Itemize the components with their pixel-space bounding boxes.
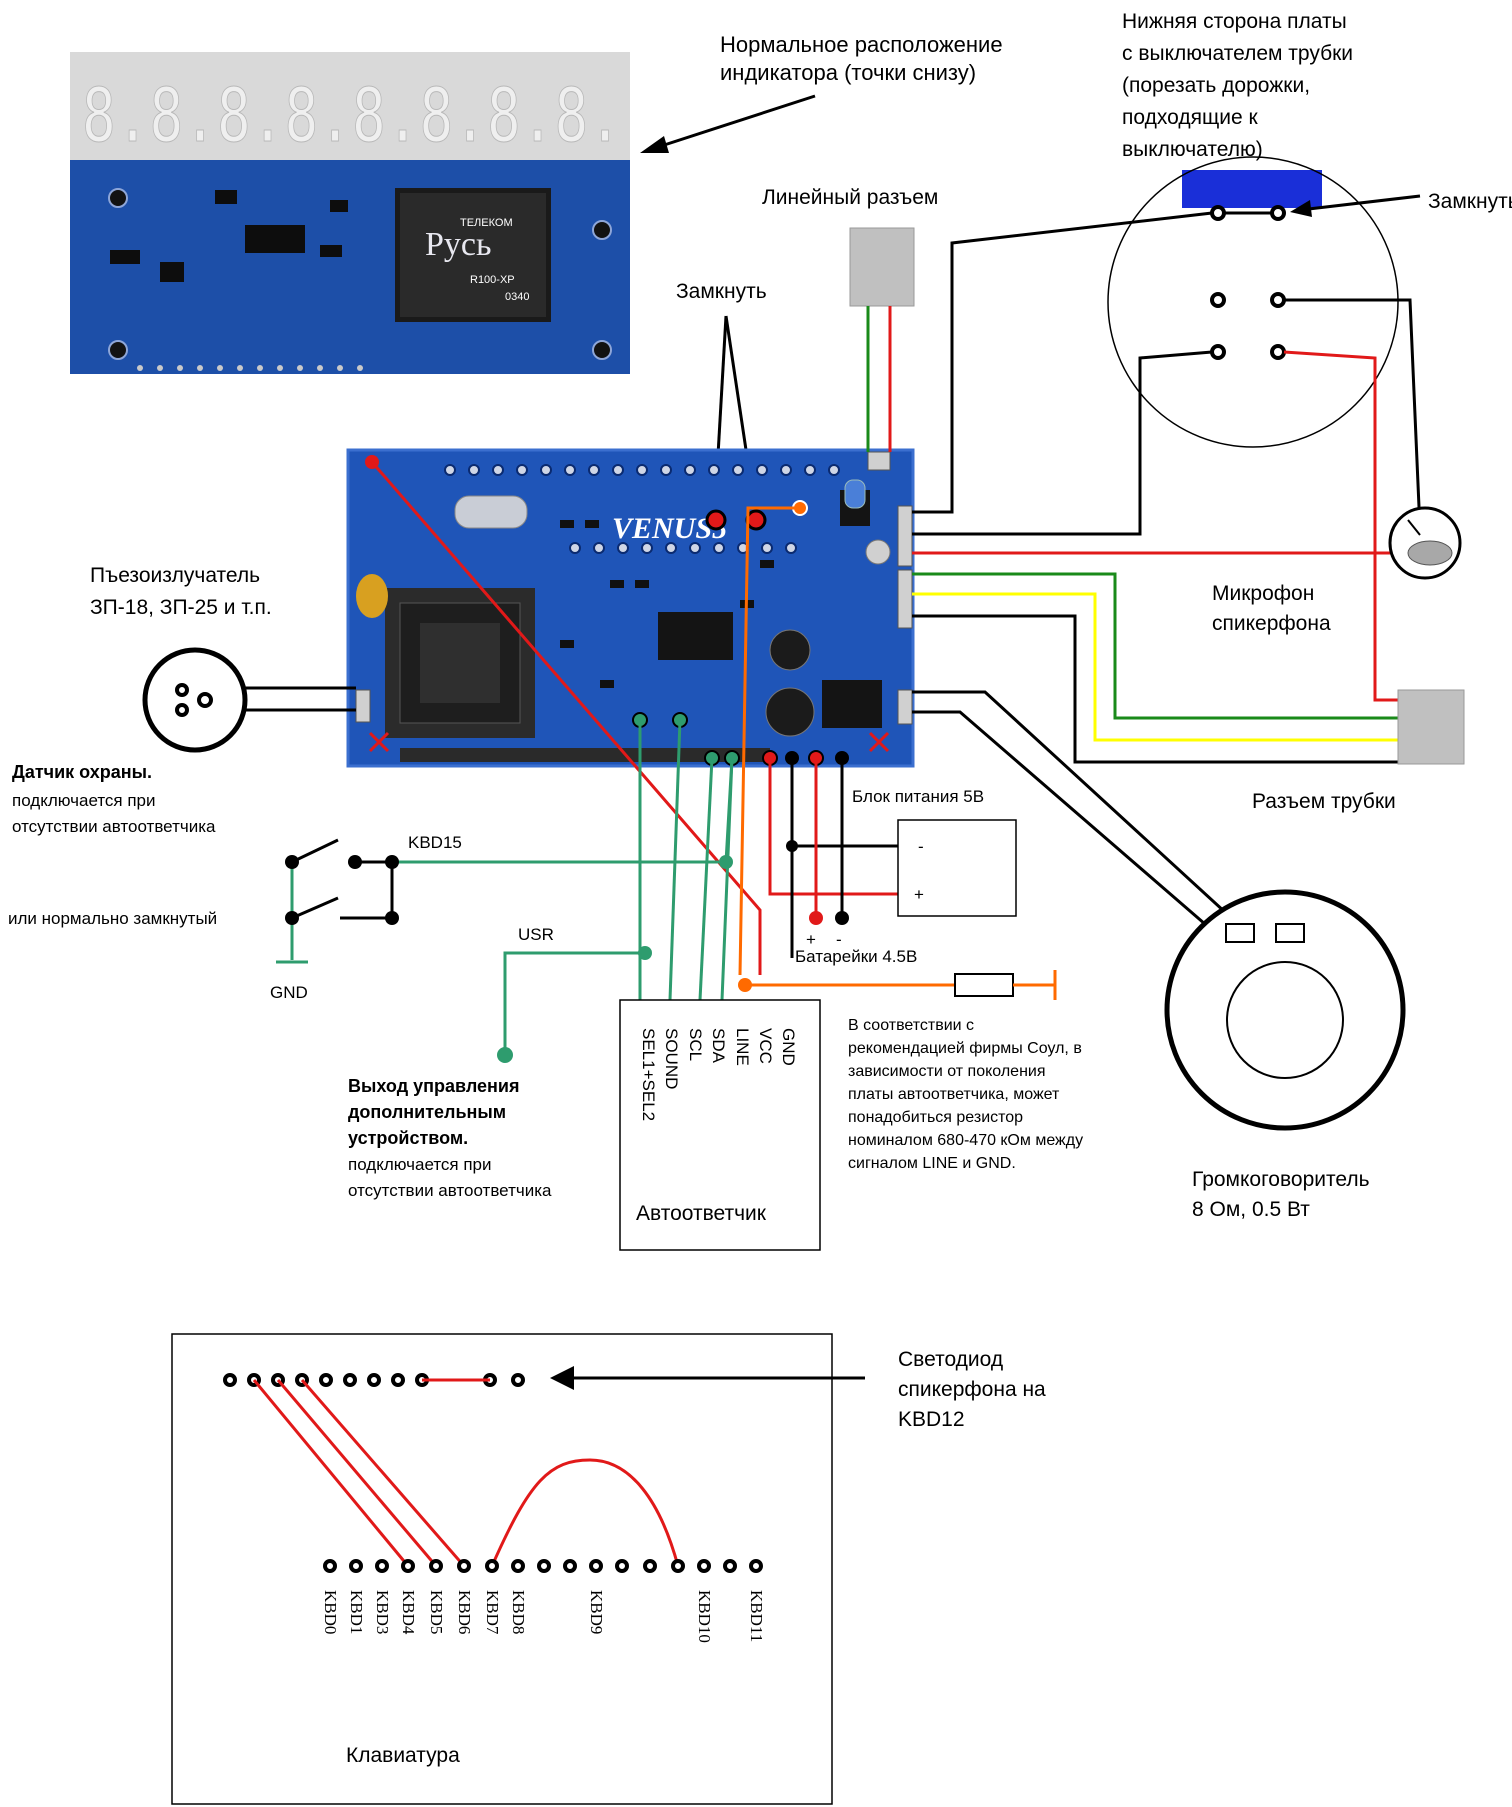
close-label-right: Замкнуть <box>1428 190 1512 213</box>
power-supply-box <box>897 819 1017 917</box>
guard-sensor-line2: подключается при <box>12 791 156 810</box>
underside-line5: выключателю) <box>1122 138 1263 161</box>
answering-machine-pins: GND VCC LINE SDA SCL SOUND SEL1+SEL2 <box>639 1028 798 1121</box>
speaker-label-line1: Громкоговоритель <box>1192 1168 1370 1191</box>
line-connector <box>849 227 915 307</box>
battery-plus: + <box>806 930 816 949</box>
keyboard-label: Клавиатура <box>346 1744 460 1767</box>
kbd-pin-4: KBD4 <box>399 1590 418 1635</box>
handset-board-outline <box>1107 156 1399 448</box>
underside-line3: (порезать дорожки, <box>1122 74 1310 97</box>
note-line1: В соответствии с <box>848 1017 974 1034</box>
kbd-pin-11: KBD11 <box>747 1590 766 1642</box>
chip-brand-small: ТЕЛЕКОМ <box>460 217 513 229</box>
output-line4: подключается при <box>348 1155 492 1174</box>
resistor-note: В соответствии с рекомендацией фирмы Соу… <box>848 1017 1083 1172</box>
am-pin-vcc: VCC <box>756 1028 775 1064</box>
gnd-label: GND <box>270 983 308 1002</box>
seven-segment-display: 8.8.8.8.8.8.8.8. <box>82 73 622 159</box>
piezo-label-line2: ЗП-18, ЗП-25 и т.п. <box>90 596 272 619</box>
chip-model: R100-XP <box>470 274 515 286</box>
kbd-pin-8: KBD8 <box>509 1590 528 1634</box>
piezo-label-line1: Пъезоизлучатель <box>90 564 260 587</box>
am-pin-sel: SEL1+SEL2 <box>639 1028 658 1121</box>
guard-sensor-line3: отсутствии автоответчика <box>12 817 216 836</box>
microphone <box>1388 506 1462 580</box>
led-label-line2: спикерфона на <box>898 1378 1046 1401</box>
handset-switch-contacts <box>1210 205 1286 360</box>
kbd-pin-5: KBD5 <box>427 1590 446 1634</box>
power-plus: + <box>914 885 924 904</box>
note-line2: рекомендацией фирмы Соул, в <box>848 1040 1082 1057</box>
output-title-line1: Выход управления <box>348 1076 519 1096</box>
power-supply-label: Блок питания 5В <box>852 787 984 806</box>
usr-label: USR <box>518 925 554 944</box>
guard-sensor-title: Датчик охраны. <box>12 762 152 782</box>
speaker <box>1164 889 1406 1131</box>
am-pin-sda: SDA <box>709 1028 728 1064</box>
answering-machine-label: Автоответчик <box>636 1202 767 1225</box>
microphone-label-line1: Микрофон <box>1212 582 1314 605</box>
output-title-line3: устройством. <box>348 1128 468 1148</box>
battery-minus: - <box>836 930 842 949</box>
note-line6: номиналом 680-470 кОм между <box>848 1132 1083 1149</box>
answering-machine-box <box>619 999 821 1251</box>
junction-dots <box>497 840 849 1063</box>
speaker-label-line2: 8 Ом, 0.5 Вт <box>1192 1198 1310 1221</box>
output-title-line2: дополнительным <box>348 1102 506 1122</box>
kbd15-label: KBD15 <box>408 833 462 852</box>
am-pin-scl: SCL <box>686 1028 705 1061</box>
keyboard-red-wires <box>252 1379 680 1567</box>
piezo-emitter <box>142 647 248 753</box>
kbd-pin-7: KBD7 <box>483 1590 502 1635</box>
led-label-line1: Светодиод <box>898 1348 1003 1371</box>
guard-switches <box>291 838 394 920</box>
resistor <box>954 970 1057 1000</box>
note-line3: зависимости от поколения <box>848 1063 1046 1080</box>
led-label-line3: KBD12 <box>898 1408 965 1431</box>
am-pin-gnd: GND <box>779 1028 798 1066</box>
keyboard-pin-labels: KBD0 KBD1 KBD3 KBD4 KBD5 KBD6 KBD7 KBD8 … <box>321 1590 766 1643</box>
indicator-note-line1: Нормальное расположение <box>720 32 1003 57</box>
chip-code: 0340 <box>505 291 529 303</box>
handset-connector <box>1397 689 1465 765</box>
power-minus: - <box>918 837 924 856</box>
am-pin-sound: SOUND <box>662 1028 681 1089</box>
line-connector-label: Линейный разъем <box>762 186 938 209</box>
note-line5: понадобиться резистор <box>848 1109 1023 1126</box>
note-line7: сигналом LINE и GND. <box>848 1155 1016 1172</box>
kbd-pin-3: KBD3 <box>373 1590 392 1634</box>
am-pin-line: LINE <box>733 1028 752 1066</box>
handset-switch <box>1182 170 1322 208</box>
led-arrow <box>550 1366 865 1390</box>
kbd-pin-1: KBD1 <box>347 1590 366 1634</box>
underside-line1: Нижняя сторона платы <box>1122 10 1347 33</box>
kbd-pin-10: KBD10 <box>695 1590 714 1643</box>
underside-line2: с выключателем трубки <box>1122 42 1353 65</box>
normally-closed-label: или нормально замкнутый <box>8 909 217 928</box>
display-board-photo: Русь ТЕЛЕКОМ R100-XP 0340 8.8.8.8.8.8.8.… <box>70 52 630 374</box>
kbd-pin-0: KBD0 <box>321 1590 340 1634</box>
kbd-pin-9: KBD9 <box>587 1590 606 1634</box>
keyboard-bottom-pads <box>323 1559 763 1573</box>
note-line4: платы автоответчика, может <box>848 1086 1060 1103</box>
kbd-pin-6: KBD6 <box>455 1590 474 1634</box>
microphone-label-line2: спикерфона <box>1212 612 1331 635</box>
close-arrow-right <box>1290 194 1421 217</box>
close-label-center: Замкнуть <box>676 280 767 303</box>
handset-connector-label: Разъем трубки <box>1252 790 1396 813</box>
chip-brand: Русь <box>425 226 492 263</box>
venus5-board: VENUS5 <box>346 448 915 768</box>
indicator-arrow <box>640 94 816 153</box>
batteries-label: Батарейки 4.5В <box>795 947 917 966</box>
indicator-note-line2: индикатора (точки снизу) <box>720 60 976 85</box>
underside-line4: подходящие к <box>1122 106 1258 129</box>
output-line5: отсутствии автоответчика <box>348 1181 552 1200</box>
